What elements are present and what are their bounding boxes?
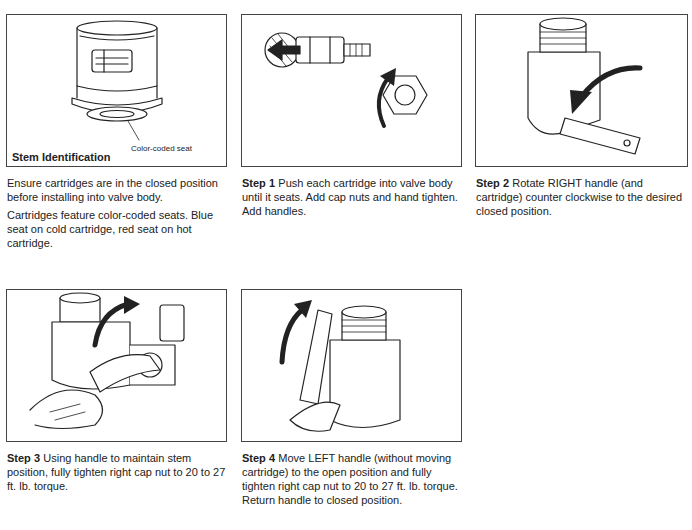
caption: Step 2Rotate RIGHT handle (and cartridge…	[476, 176, 689, 222]
handle	[160, 305, 184, 341]
nipple-top	[342, 306, 386, 318]
panel-box: Ensure cartridges are in the closed posi…	[6, 14, 227, 167]
seat-hole	[100, 111, 134, 118]
step1-drawing	[265, 33, 427, 126]
caption-paragraph: Step 4Move LEFT handle (without moving c…	[242, 451, 463, 507]
caption: Ensure cartridges are in the closed posi…	[7, 176, 228, 254]
thread	[342, 320, 386, 332]
handle	[300, 310, 332, 404]
panel-box: Step 1Push each cartridge into valve bod…	[241, 14, 462, 167]
fingers	[50, 404, 85, 420]
caption-text: Ensure cartridges are in the closed posi…	[7, 176, 228, 204]
valve-port	[265, 33, 299, 67]
cartridge-top	[77, 21, 157, 35]
caption-paragraph: Step 2Rotate RIGHT handle (and cartridge…	[476, 176, 689, 218]
wrench	[90, 355, 160, 392]
move-arrow	[282, 310, 302, 362]
cap-nut	[290, 402, 340, 431]
step-number: Step 4	[242, 452, 275, 464]
step-number: Step 1	[242, 177, 275, 189]
step-number: Step 2	[476, 177, 509, 189]
panel-box: Step 4Move LEFT handle (without moving c…	[241, 289, 462, 442]
step2-drawing	[528, 18, 640, 154]
stem-splines	[350, 44, 362, 56]
cartridge	[296, 37, 344, 63]
turn-arrow	[379, 78, 388, 126]
cartridge-step	[77, 86, 157, 91]
nipple-top	[540, 18, 586, 30]
thread	[540, 32, 586, 44]
part-label: Color-coded seat	[130, 144, 193, 154]
panel-box: Step 2Rotate RIGHT handle (and cartridge…	[475, 14, 688, 167]
push-arrow	[268, 40, 300, 60]
leader-line	[128, 121, 139, 140]
valve-body	[330, 340, 400, 428]
arrow-head	[294, 300, 312, 318]
seat	[87, 107, 147, 121]
arrow-head	[380, 68, 396, 86]
caption: Step 1Push each cartridge into valve bod…	[242, 176, 463, 222]
hand	[30, 390, 103, 429]
cartridge-bands	[310, 37, 330, 63]
turn-arrow	[95, 304, 128, 345]
panel-box: Step 3Using handle to maintain stem posi…	[6, 289, 227, 442]
caption-text: Cartridges feature color-coded seats. Bl…	[7, 208, 228, 250]
caption: Step 4Move LEFT handle (without moving c…	[242, 451, 463, 511]
step3-drawing	[30, 293, 184, 429]
rotate-arrow	[582, 68, 640, 96]
step4-drawing	[282, 300, 400, 431]
step-number: Step 3	[7, 452, 40, 464]
caption-paragraph: Step 1Push each cartridge into valve bod…	[242, 176, 463, 218]
nipple-top	[60, 293, 100, 303]
cartridge-body	[77, 28, 157, 98]
nut-hole	[395, 85, 415, 105]
arrow-head	[570, 90, 592, 114]
cartridge-lip	[80, 36, 154, 40]
arrow-head	[124, 296, 140, 314]
panel-heading: Stem Identification	[12, 151, 110, 164]
caption: Step 3Using handle to maintain stem posi…	[7, 451, 228, 497]
handle-hole	[624, 140, 630, 146]
stem	[344, 44, 370, 56]
caption-paragraph: Step 3Using handle to maintain stem posi…	[7, 451, 228, 493]
cartridge-drawing	[72, 21, 162, 140]
cartridge-window	[92, 50, 132, 72]
window-slot	[96, 50, 128, 72]
handle	[560, 118, 640, 154]
